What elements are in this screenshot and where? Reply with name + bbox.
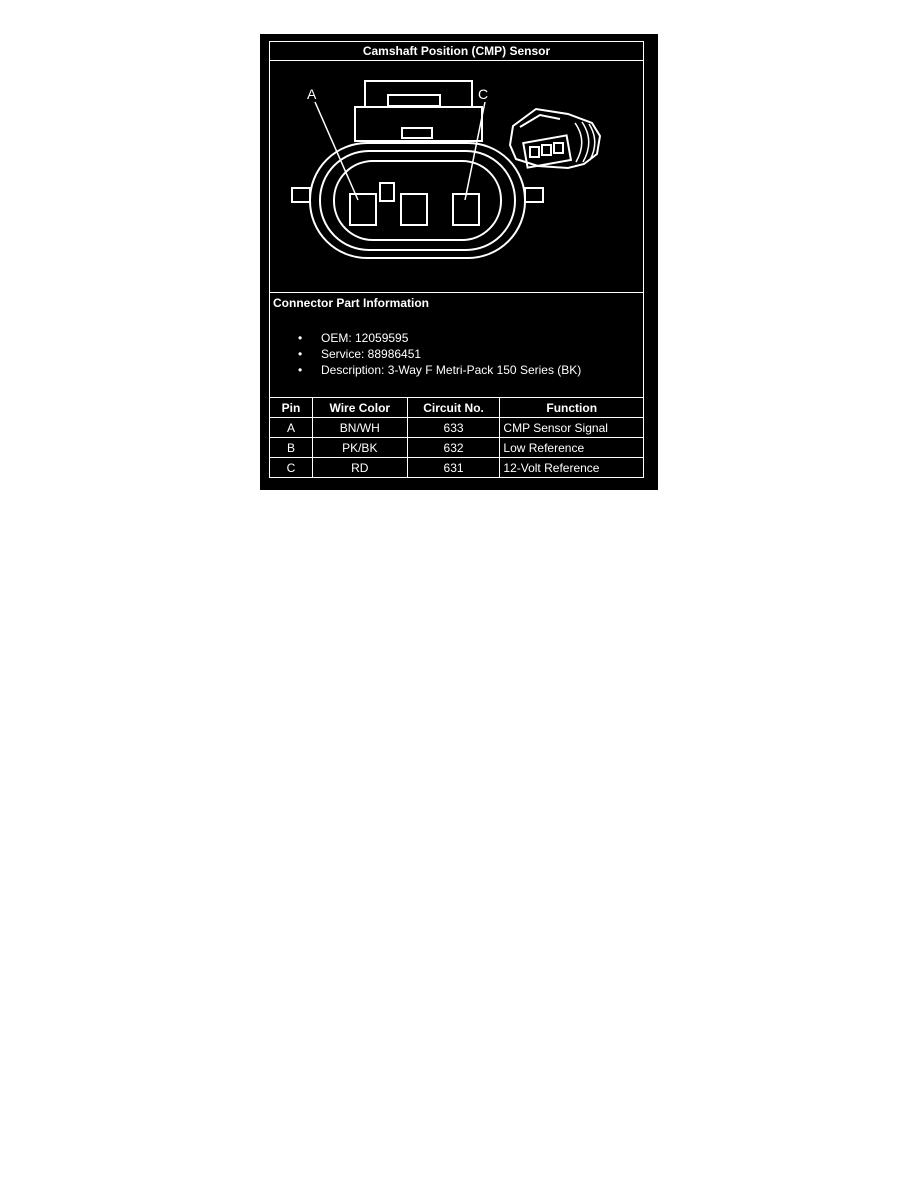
cell-wire-color: RD [311,457,408,478]
connector-diagram: A C [291,80,602,259]
cell-pin: C [269,457,313,478]
pin-label-a: A [307,86,317,102]
cell-pin: A [269,417,313,438]
connector-panel: Camshaft Position (CMP) Sensor [260,34,658,490]
header-pin: Pin [269,397,313,418]
cell-function: CMP Sensor Signal [499,417,644,438]
connector-top-slot [387,94,441,107]
connector-info-box: Connector Part Information OEM: 12059595… [269,292,644,398]
connector-latch [401,127,433,139]
leader-line-a [314,101,359,201]
pinout-table: Pin Wire Color Circuit No. Function A BN… [269,397,644,478]
cell-circuit-no: 632 [406,437,501,458]
connector-3d-illustration [508,107,602,170]
list-item: Description: 3-Way F Metri-Pack 150 Seri… [298,362,581,378]
cell-pin: B [269,437,313,458]
table-row: A BN/WH 633 CMP Sensor Signal [269,417,644,438]
cell-circuit-no: 633 [406,417,501,438]
terminal-b [400,193,428,226]
pin-label-c: C [478,86,488,102]
leader-line-c [464,101,486,201]
list-item: Service: 88986451 [298,346,581,362]
cell-wire-color: PK/BK [311,437,408,458]
cell-wire-color: BN/WH [311,417,408,438]
connector-body-middle [319,150,516,251]
connector-body-inner [333,160,502,241]
connector-diagram-box: A C [269,60,644,293]
cell-function: Low Reference [499,437,644,458]
list-item: OEM: 12059595 [298,330,581,346]
terminal-a [349,193,377,226]
table-row: B PK/BK 632 Low Reference [269,437,644,458]
info-heading: Connector Part Information [273,296,430,310]
cell-circuit-no: 631 [406,457,501,478]
table-row: C RD 631 12-Volt Reference [269,457,644,478]
page-title: Camshaft Position (CMP) Sensor [362,44,551,58]
header-wire-color: Wire Color [311,397,408,418]
title-box: Camshaft Position (CMP) Sensor [269,41,644,61]
connector-top-housing [364,80,473,106]
header-function: Function [499,397,644,418]
info-list: OEM: 12059595 Service: 88986451 Descript… [298,330,581,378]
table-header-row: Pin Wire Color Circuit No. Function [269,397,644,418]
connector-tab-left [291,187,311,203]
cell-function: 12-Volt Reference [499,457,644,478]
connector-key [379,182,395,202]
header-circuit-no: Circuit No. [406,397,501,418]
connector-tab-right [524,187,544,203]
